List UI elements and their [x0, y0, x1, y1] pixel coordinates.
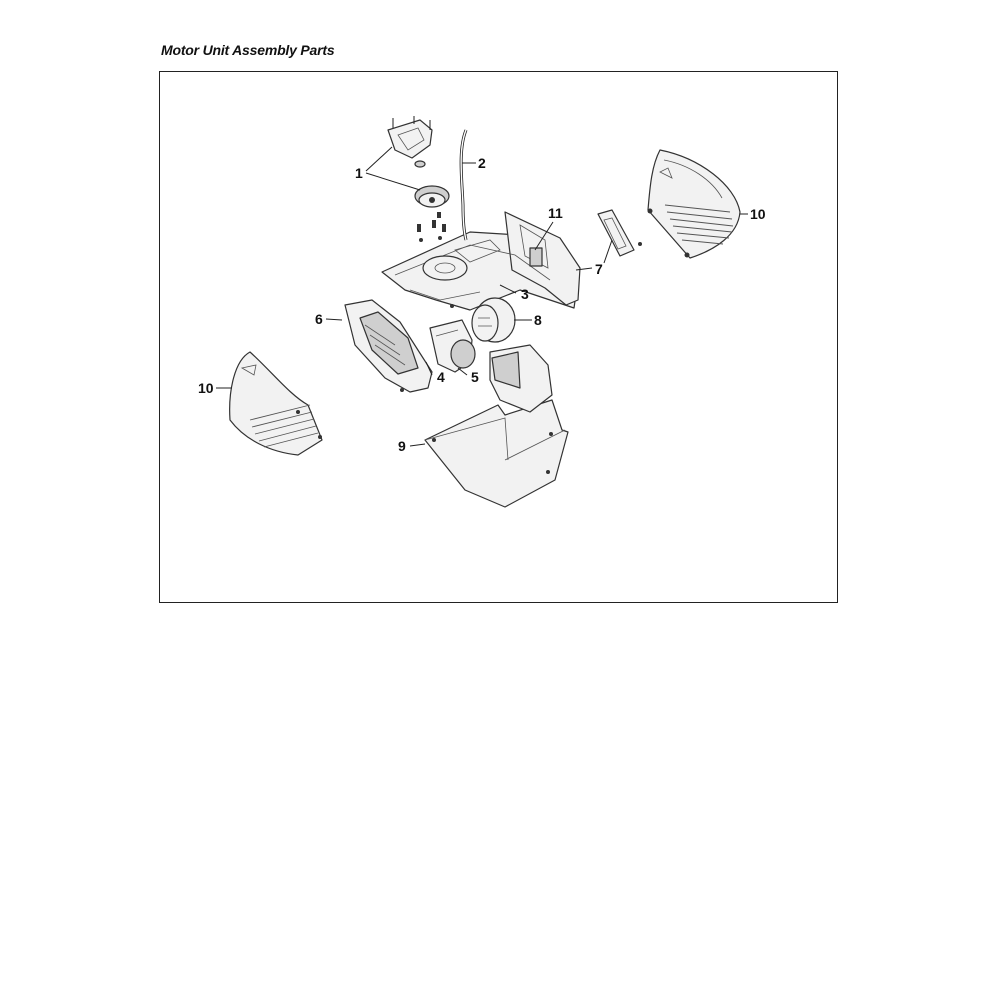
right-end-cover [647, 149, 741, 259]
leader-lines [216, 146, 748, 447]
callout-9: 9 [398, 438, 406, 454]
callout-8: 8 [534, 312, 542, 328]
left-end-cover [229, 351, 323, 456]
callout-1: 1 [355, 165, 363, 181]
diagram-frame [159, 71, 838, 603]
callout-6: 6 [315, 311, 323, 327]
callout-4: 4 [437, 369, 445, 385]
callout-10-right: 10 [750, 206, 766, 222]
chassis [381, 211, 581, 311]
callout-11: 11 [548, 205, 563, 221]
callout-10-left: 10 [198, 380, 214, 396]
callout-7: 7 [595, 261, 603, 277]
pulley [471, 297, 516, 343]
callout-2: 2 [478, 155, 486, 171]
callout-3: 3 [521, 286, 529, 302]
motor [429, 304, 476, 373]
page-title: Motor Unit Assembly Parts [161, 42, 335, 58]
callout-5: 5 [471, 369, 479, 385]
gear-assembly [387, 116, 450, 242]
logic-board-housing [344, 299, 433, 393]
bracket-plate [597, 209, 642, 257]
bottom-cover [424, 344, 569, 508]
